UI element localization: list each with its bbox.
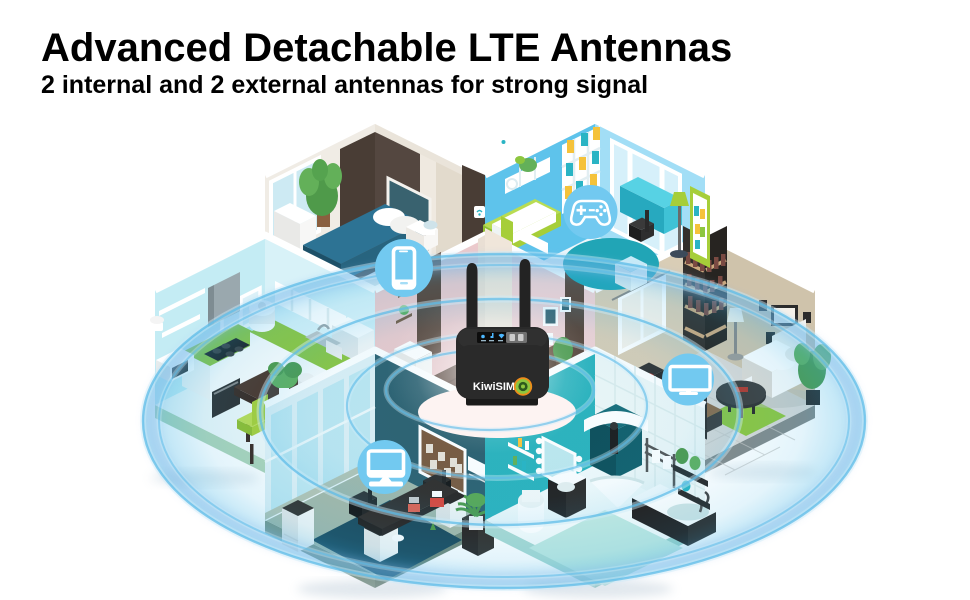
svg-text:KiwiSIM: KiwiSIM [473,381,515,393]
